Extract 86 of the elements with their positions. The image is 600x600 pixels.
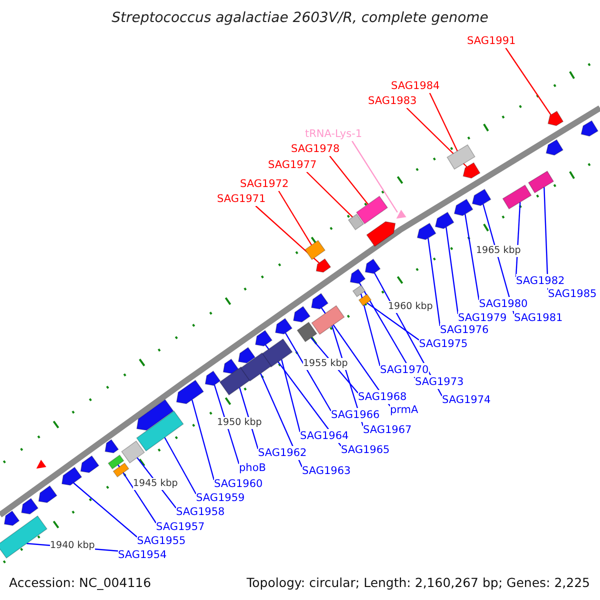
gene-label: prmA — [390, 403, 418, 417]
gene-block — [434, 212, 454, 230]
gene-block — [316, 258, 332, 273]
leader-line — [464, 214, 480, 300]
gene-block — [61, 466, 82, 486]
leader-line — [191, 400, 215, 480]
gene-label: phoB — [239, 461, 266, 475]
gene-label: SAG1982 — [516, 274, 565, 288]
gene-box — [261, 338, 293, 368]
leader-line — [306, 172, 353, 218]
gene-block — [364, 258, 381, 274]
gene-block — [255, 330, 273, 346]
gene-block — [38, 485, 58, 504]
leader-line — [429, 92, 458, 152]
gene-box — [446, 144, 476, 170]
gene-block — [136, 399, 174, 431]
gene-block — [204, 370, 221, 386]
gene-block — [546, 139, 564, 156]
gene-box — [311, 305, 345, 335]
gene-block — [238, 346, 256, 364]
leader-line — [284, 332, 332, 412]
gene-block — [580, 120, 598, 137]
leader-line — [255, 206, 320, 264]
gene-block — [275, 318, 293, 334]
gene-label: SAG1970 — [380, 363, 429, 377]
gene-block — [311, 292, 329, 310]
gene-block — [416, 222, 436, 240]
gene-label: SAG1968 — [358, 390, 407, 404]
gene-block — [4, 510, 20, 526]
leader-line — [281, 359, 301, 432]
leader-line — [118, 464, 156, 524]
scale-label: 1945 kbp — [133, 478, 178, 490]
gene-box — [108, 454, 124, 470]
scale-label: 1940 kbp — [50, 540, 95, 552]
gene-box — [296, 322, 318, 342]
leader-line — [329, 156, 368, 205]
gene-label: tRNA-Lys-1 — [305, 127, 362, 141]
gene-label: SAG1966 — [331, 408, 380, 422]
gene-block — [293, 306, 311, 322]
gene-label: SAG1980 — [479, 297, 528, 311]
title: Streptococcus agalactiae 2603V/R, complete genome — [110, 9, 490, 27]
leader-line — [505, 48, 552, 116]
gene-label: SAG1983 — [368, 94, 417, 108]
gene-box — [240, 352, 272, 382]
leader-line — [428, 238, 441, 326]
gene-label: SAG1964 — [300, 429, 349, 443]
leader-line — [544, 187, 549, 290]
gene-block — [176, 380, 204, 404]
gene-triangle — [396, 210, 406, 219]
gene-box — [121, 440, 145, 464]
gene-block — [472, 188, 492, 206]
gene-block — [548, 110, 564, 126]
gene-label: SAG1977 — [268, 158, 317, 172]
gene-label: SAG1984 — [391, 79, 440, 93]
leader-line — [278, 190, 312, 246]
gene-block — [366, 221, 396, 247]
gene-box — [348, 214, 364, 230]
gene-block — [454, 198, 474, 216]
leader-line — [352, 140, 398, 213]
gene-label: SAG1971 — [217, 192, 266, 206]
gene-block — [222, 358, 239, 374]
gene-triangle — [36, 460, 46, 469]
scale-label: 1960 kbp — [388, 301, 433, 313]
gene-label: SAG1962 — [258, 446, 307, 460]
gene-box — [358, 294, 372, 306]
gene-block — [80, 455, 100, 474]
leader-line — [164, 437, 197, 494]
gene-label: SAG1972 — [240, 177, 289, 191]
gene-block — [104, 439, 119, 454]
info-text: Accession: NC_004116 — [9, 575, 152, 591]
gene-label: SAG1973 — [415, 375, 464, 389]
gene-block — [350, 268, 366, 284]
scale-label: 1955 kbp — [303, 358, 348, 370]
gene-label: SAG1991 — [467, 34, 516, 48]
gene-box — [112, 462, 130, 478]
gene-label: SAG1978 — [291, 142, 340, 156]
leader-line — [366, 302, 420, 340]
gene-box — [352, 284, 366, 298]
leader-line — [446, 227, 459, 314]
gene-block — [462, 162, 480, 179]
leader-line — [73, 482, 138, 538]
scale-label: 1950 kbp — [217, 417, 262, 429]
leader-line — [360, 294, 381, 366]
info-text: Topology: circular; Length: 2,160,267 bp; Genes: 2,225 — [246, 575, 590, 591]
scale-label: 1965 kbp — [476, 245, 521, 257]
gene-box — [356, 196, 388, 224]
